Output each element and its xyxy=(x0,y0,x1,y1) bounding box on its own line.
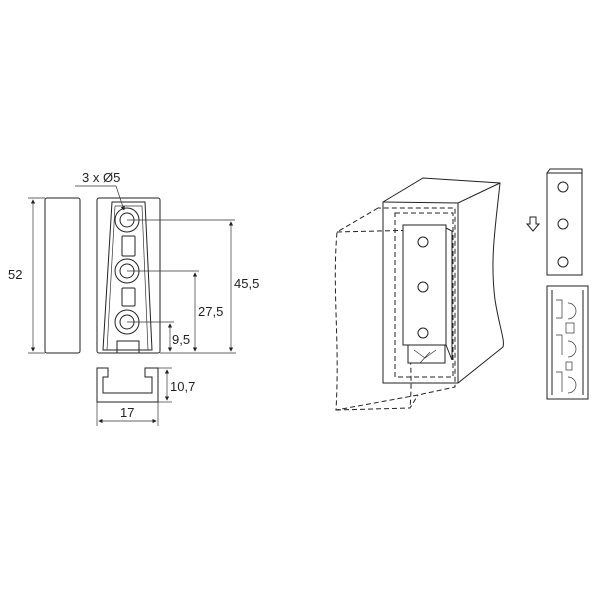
dim-total-height: 52 xyxy=(8,267,22,282)
exploded-view xyxy=(525,168,589,400)
side-view: 52 xyxy=(8,197,81,354)
front-view: 3 x Ø5 45,5 27,5 9,5 xyxy=(75,170,259,354)
profile-view: 10,7 17 xyxy=(96,367,195,426)
dim-bottom-hole: 9,5 xyxy=(172,332,190,347)
installation-view xyxy=(334,177,504,411)
dim-profile-height: 10,7 xyxy=(170,379,195,394)
hole-callout: 3 x Ø5 xyxy=(82,170,120,185)
dim-top-hole: 45,5 xyxy=(234,276,259,291)
dim-middle-hole: 27,5 xyxy=(198,304,223,319)
down-arrow-icon xyxy=(525,216,541,232)
dim-profile-width: 17 xyxy=(120,405,134,420)
